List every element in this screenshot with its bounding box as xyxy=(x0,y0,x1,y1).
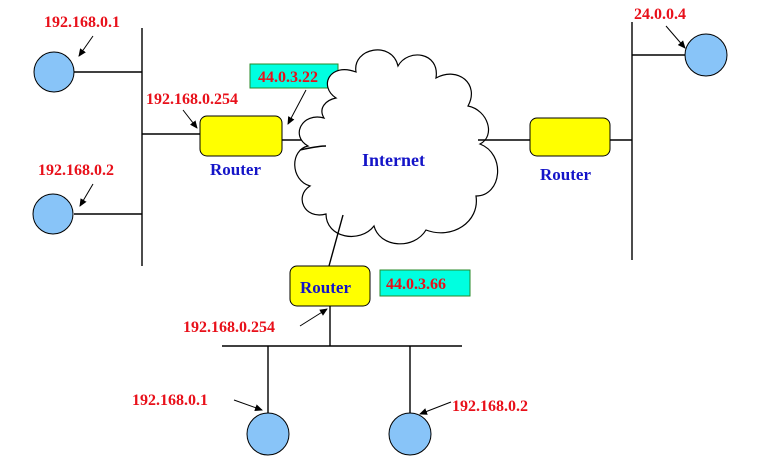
router-bottom-wan-ip-box xyxy=(379,269,471,297)
bottom-lan: Router 44.0.3.66 192.168.0.254 192.168.0… xyxy=(132,214,528,456)
host-bottom-right-ip: 192.168.0.2 xyxy=(452,398,528,415)
router-left-wan-ip-box xyxy=(249,63,339,89)
host-left-bottom xyxy=(32,193,74,235)
host-right-top xyxy=(684,33,728,77)
arrow-router-bottom-lan xyxy=(299,308,328,327)
arrow-bottom-right xyxy=(419,401,452,415)
arrow-left-top xyxy=(78,35,94,57)
host-bottom-left-ip: 192.168.0.1 xyxy=(132,392,208,409)
router-left-label: Router xyxy=(210,160,261,179)
left-lan: 192.168.0.1 192.168.0.2 xyxy=(32,14,202,266)
router-left-wan-ip: 44.0.3.22 xyxy=(258,69,318,86)
router-bottom-internet-link xyxy=(328,214,344,267)
router-left-lan-ip: 192.168.0.254 xyxy=(146,91,238,108)
router-bottom-wan-ip: 44.0.3.66 xyxy=(386,276,446,293)
host-left-bottom-ip: 192.168.0.2 xyxy=(38,162,114,179)
router-left xyxy=(199,115,283,157)
arrow-router-left-lan xyxy=(182,109,198,129)
host-right-top-ip: 24.0.0.4 xyxy=(634,6,686,23)
router-bottom-label: Router xyxy=(300,278,351,297)
internet-cloud xyxy=(294,49,499,245)
arrow-bottom-left xyxy=(233,399,263,411)
host-left-top-ip: 192.168.0.1 xyxy=(44,14,120,31)
arrow-left-bottom xyxy=(79,183,94,207)
cloud-inner-curve xyxy=(299,145,327,151)
right-lan: Router 24.0.0.4 xyxy=(478,6,728,260)
router-bottom-lan-ip: 192.168.0.254 xyxy=(183,319,275,336)
arrow-router-left-wan xyxy=(287,89,307,125)
host-left-top xyxy=(33,51,75,93)
router-right xyxy=(529,117,611,157)
router-left-group: Router 192.168.0.254 44.0.3.22 xyxy=(146,63,339,179)
internet-cloud-group: Internet xyxy=(294,49,499,245)
host-bottom-left xyxy=(246,412,290,456)
internet-label: Internet xyxy=(362,150,425,170)
host-bottom-right xyxy=(388,412,432,456)
arrow-right-top xyxy=(665,25,686,49)
router-right-label: Router xyxy=(540,165,591,184)
